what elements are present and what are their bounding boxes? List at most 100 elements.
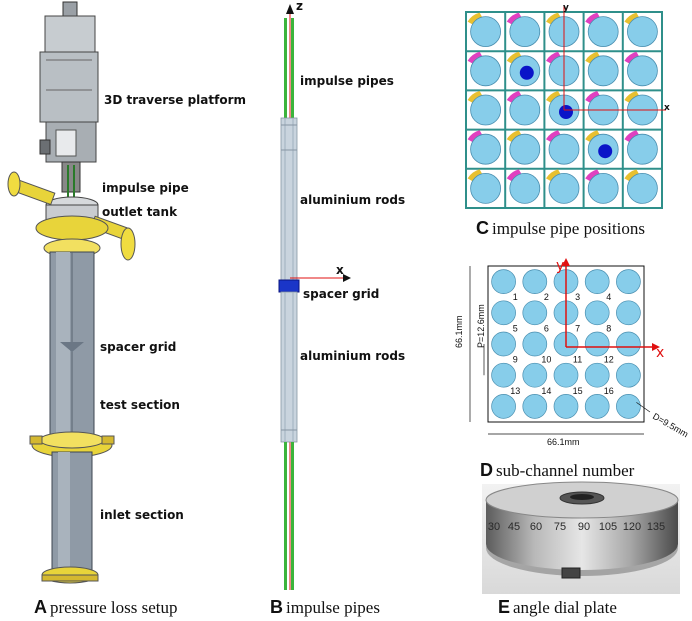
label-spacer-grid-a: spacer grid xyxy=(100,340,177,354)
spacer-vane xyxy=(546,169,562,183)
spacer-vane xyxy=(506,169,523,183)
spacer-vane xyxy=(506,91,523,104)
grid-frame-d xyxy=(487,265,645,423)
dial-mark: 105 xyxy=(599,521,617,533)
subchannel-number: 8 xyxy=(606,323,611,333)
fuel-rod xyxy=(548,133,580,165)
fuel-rod xyxy=(587,133,619,165)
dim-height-label: 66.1mm xyxy=(454,315,464,348)
rod-circle xyxy=(616,362,641,388)
spacer-vane xyxy=(585,130,602,144)
rod-circle xyxy=(584,394,610,419)
rod-circle xyxy=(491,394,516,419)
rod-circle xyxy=(553,394,579,419)
rod-circle xyxy=(522,394,548,419)
impulse-pipe-marker xyxy=(598,144,613,159)
rod-circle xyxy=(584,331,610,357)
spacer-vane xyxy=(467,91,484,104)
rod-circle xyxy=(522,362,548,388)
spacer-vane xyxy=(546,91,562,104)
spacer-vane xyxy=(506,130,523,144)
subchannel-number: 7 xyxy=(575,323,580,333)
axis-x-label-d: x xyxy=(656,345,665,361)
subchannel-number: 13 xyxy=(510,386,520,396)
dial-mark: 30 xyxy=(488,521,500,533)
subchannel-number: 11 xyxy=(573,355,582,365)
axis-x-label-b: x xyxy=(336,263,344,277)
rod-circle xyxy=(616,394,641,419)
fuel-rod xyxy=(548,55,580,87)
subchannel-number: 16 xyxy=(604,386,614,396)
label-aluminium-rods-bottom: aluminium rods xyxy=(300,349,406,363)
label-impulse-pipes: impulse pipes xyxy=(300,74,394,88)
rod-circle xyxy=(491,269,516,294)
spacer-vane xyxy=(585,12,602,26)
fuel-rod xyxy=(470,172,502,204)
fuel-rod xyxy=(627,172,658,204)
rod-circle xyxy=(584,362,610,388)
dial-mark: 60 xyxy=(530,521,542,533)
fuel-rod xyxy=(509,172,541,204)
spacer-vane xyxy=(506,12,523,26)
rod-circle xyxy=(522,331,548,357)
spacer-vane xyxy=(546,12,562,26)
subchannel-number: 5 xyxy=(513,323,518,333)
fuel-rod xyxy=(509,16,541,48)
rod-circle xyxy=(553,331,579,357)
subchannel-number: 1 xyxy=(513,292,518,302)
spacer-vane xyxy=(467,12,484,26)
spacer-vane xyxy=(585,51,602,65)
spacer-vane xyxy=(506,51,523,65)
dial-mark: 135 xyxy=(647,521,665,533)
fuel-rod xyxy=(509,133,541,165)
fuel-rod xyxy=(627,55,658,87)
subchannel-number: 9 xyxy=(513,355,518,365)
spacer-vane xyxy=(546,130,562,144)
label-aluminium-rods-top: aluminium rods xyxy=(300,193,406,207)
spacer-vane xyxy=(546,51,562,65)
fuel-rod xyxy=(548,94,580,126)
dial-mark: 120 xyxy=(623,521,641,533)
axis-x-label-c: x xyxy=(664,103,670,113)
spacer-vane xyxy=(467,51,484,65)
subchannel-number: 14 xyxy=(541,386,551,396)
rod-circle xyxy=(616,269,641,294)
fuel-rod xyxy=(548,172,580,204)
label-outlet-tank: outlet tank xyxy=(102,205,178,219)
impulse-pipe-marker xyxy=(519,65,534,80)
spacer-vane xyxy=(585,91,602,104)
dim-pitch-label: P=12.6mm xyxy=(476,304,486,348)
rod-circle xyxy=(584,300,610,326)
fuel-rod xyxy=(627,94,658,126)
rod-circle xyxy=(491,362,516,388)
subchannel-number: 10 xyxy=(541,355,551,365)
fuel-rod xyxy=(587,94,619,126)
label-inlet-section: inlet section xyxy=(100,508,184,522)
label-test-section: test section xyxy=(100,398,180,412)
subchannel-number: 4 xyxy=(606,292,611,302)
fuel-rod xyxy=(548,16,580,48)
spacer-vane xyxy=(624,169,641,183)
rod-circle xyxy=(522,300,548,326)
rod-circle xyxy=(553,300,579,326)
fuel-rod xyxy=(587,55,619,87)
subchannel-number: 15 xyxy=(573,386,583,396)
fuel-rod xyxy=(470,16,502,48)
fuel-rod xyxy=(509,94,541,126)
fuel-rod xyxy=(470,94,502,126)
label-3d-traverse-platform: 3D traverse platform xyxy=(104,93,247,107)
dial-mark: 90 xyxy=(578,521,590,533)
spacer-vane xyxy=(624,130,641,144)
subchannel-number: 2 xyxy=(544,292,549,302)
rod-circle xyxy=(491,331,516,357)
fuel-rod xyxy=(627,16,658,48)
spacer-vane xyxy=(624,91,641,104)
label-impulse-pipe: impulse pipe xyxy=(102,181,189,195)
grid-frame-c xyxy=(465,11,663,209)
dial-mark: 75 xyxy=(554,521,566,533)
axis-y-label-d: y xyxy=(556,258,565,274)
subchannel-number: 12 xyxy=(604,355,614,365)
